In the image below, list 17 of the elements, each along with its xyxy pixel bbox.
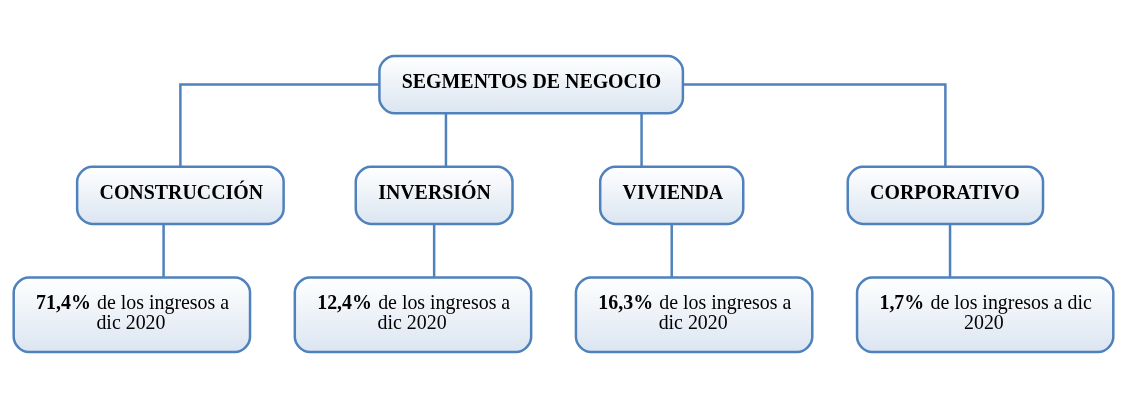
connector — [670, 223, 673, 277]
node-box: 71,4% de los ingresos a dic 2020 — [12, 275, 252, 353]
node-box: 16,3% de los ingresos a dic 2020 — [574, 275, 814, 353]
node-box: 12,4% de los ingresos a dic 2020 — [293, 275, 533, 353]
connector — [432, 223, 436, 277]
node-box: VIVIENDA — [598, 164, 745, 225]
connector — [179, 82, 380, 166]
connector — [162, 223, 165, 277]
connector — [444, 113, 448, 166]
connector — [640, 113, 643, 166]
node-box: CONSTRUCCIÓN — [75, 164, 285, 225]
connector — [948, 223, 952, 277]
node-box: CORPORATIVO — [846, 164, 1045, 225]
node-box: SEGMENTOS DE NEGOCIO — [378, 54, 685, 114]
connector — [683, 82, 947, 166]
node-box: INVERSIÓN — [354, 164, 514, 225]
node-box: 1,7% de los ingresos a dic 2020 — [855, 275, 1115, 353]
